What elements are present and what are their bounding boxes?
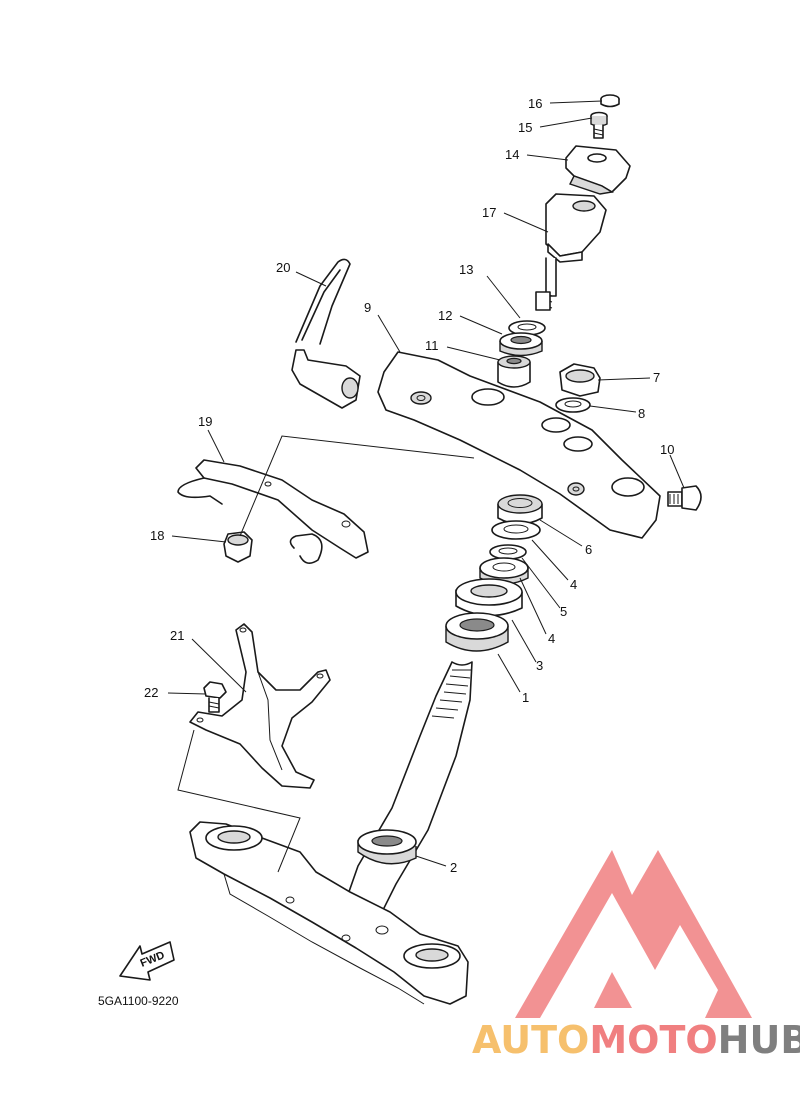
watermark-auto-text: AUTO: [472, 1018, 589, 1062]
watermark-brand-text: AUTOMOTOHUB: [472, 1018, 800, 1062]
part-15-bolt: [590, 111, 608, 139]
part-9-upper-bracket: [377, 351, 661, 539]
part-22-bolt: [203, 681, 227, 713]
part-14-handlebar-holder-upper: [565, 145, 631, 195]
lower-bracket: [189, 821, 469, 1005]
part-20-holder: [291, 258, 361, 409]
watermark-logo: AUTOMOTOHUB: [472, 850, 800, 1062]
callout-11: 11: [425, 338, 439, 353]
part-1-upper-bearing: [445, 612, 509, 652]
watermark-hub-text: HUB: [718, 1018, 800, 1062]
callout-4-lower: 4: [548, 631, 555, 646]
part-16-cap: [600, 94, 620, 108]
part-4-lock-washer-lower: [479, 557, 529, 585]
part-6-ring-nut: [497, 494, 543, 525]
callout-2: 2: [450, 860, 457, 875]
callout-8: 8: [638, 406, 645, 421]
reference-line-upper: [239, 435, 475, 537]
callout-5: 5: [560, 604, 567, 619]
callout-7: 7: [653, 370, 660, 385]
callout-16: 16: [528, 96, 542, 111]
callout-17: 17: [482, 205, 496, 220]
leader-lines: [167, 100, 685, 867]
callout-10: 10: [660, 442, 674, 457]
part-8-washer: [555, 397, 591, 413]
diagram-code: 5GA1100-9220: [98, 994, 179, 1008]
part-12-bushing: [499, 332, 543, 357]
callout-9: 9: [364, 300, 371, 315]
callout-14: 14: [505, 147, 519, 162]
callout-22: 22: [144, 685, 158, 700]
part-17-handlebar-holder-lower: [535, 193, 607, 311]
fwd-arrow-icon: FWD: [119, 941, 175, 981]
watermark-triangle-mark: [515, 850, 752, 1018]
part-18-nut: [223, 531, 253, 563]
callout-15: 15: [518, 120, 532, 135]
part-4-lock-washer-upper: [491, 520, 541, 540]
part-7-nut: [559, 363, 601, 397]
callout-21: 21: [170, 628, 184, 643]
watermark-inner-mark-2: [594, 972, 632, 1008]
part-19-bracket-plate: [177, 459, 369, 564]
callout-20: 20: [276, 260, 290, 275]
part-3-bearing-cover: [455, 578, 523, 617]
part-11-collar: [497, 355, 531, 388]
callout-4-upper: 4: [570, 577, 577, 592]
callout-19: 19: [198, 414, 212, 429]
part-5-ring-nut: [489, 544, 527, 560]
callout-18: 18: [150, 528, 164, 543]
callout-1: 1: [522, 690, 529, 705]
steering-stem: [343, 661, 473, 917]
callout-3: 3: [536, 658, 543, 673]
callout-13: 13: [459, 262, 473, 277]
part-21-stay-bracket: [189, 623, 331, 789]
part-10-bolt: [667, 485, 702, 511]
part-2-lower-bearing: [357, 829, 417, 865]
callout-12: 12: [438, 308, 452, 323]
watermark-moto-text: MOTO: [589, 1018, 717, 1062]
callout-labels: 16 15 14 17 13 12 11 9 7 8 10 20 19 18 6…: [144, 96, 674, 875]
reference-line-lower: [177, 729, 301, 873]
callout-6: 6: [585, 542, 592, 557]
